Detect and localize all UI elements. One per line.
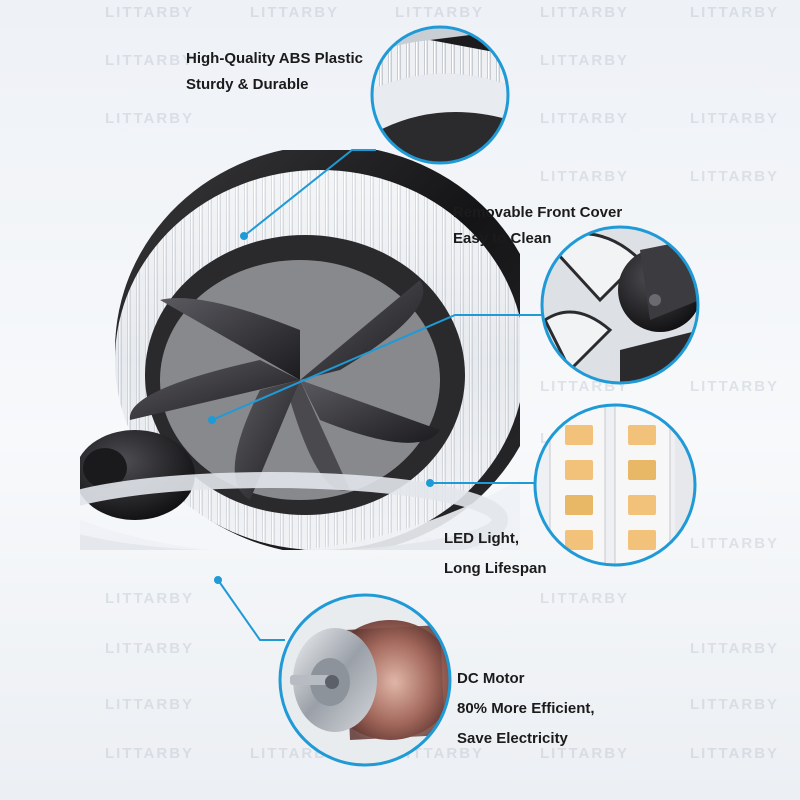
callout-front-cover: Removable Front Cover Easy to Clean xyxy=(453,200,622,252)
callout-line: High-Quality ABS Plastic xyxy=(186,50,363,67)
watermark-text: LITTARBY xyxy=(105,4,195,21)
callout-line: Easy to Clean xyxy=(453,230,552,247)
watermark-text: LITTARBY xyxy=(690,378,780,395)
callout-line: Save Electricity xyxy=(457,730,568,747)
callout-line: Sturdy & Durable xyxy=(186,76,309,93)
watermark-text: LITTARBY xyxy=(250,4,340,21)
abs-plastic-ring-detail-icon xyxy=(370,25,510,165)
watermark-text: LITTARBY xyxy=(540,52,630,69)
watermark-text: LITTARBY xyxy=(105,640,195,657)
watermark-text: LITTARBY xyxy=(105,590,195,607)
fan-blades xyxy=(129,280,440,500)
watermark-text: LITTARBY xyxy=(690,110,780,127)
callout-line: DC Motor xyxy=(457,670,525,687)
watermark-text: LITTARBY xyxy=(105,696,195,713)
watermark-text: LITTARBY xyxy=(690,696,780,713)
callout-dc-motor: DC Motor 80% More Efficient, Save Electr… xyxy=(457,664,595,754)
connector-line xyxy=(211,314,545,421)
callout-abs-plastic: High-Quality ABS Plastic Sturdy & Durabl… xyxy=(186,46,363,98)
callout-connectors xyxy=(208,149,545,641)
ceiling-fan-light xyxy=(80,150,520,550)
watermark-text: LITTARBY xyxy=(690,640,780,657)
connector-dot xyxy=(426,479,434,487)
watermark-text: LITTARBY xyxy=(395,4,485,21)
watermark-text: LITTARBY xyxy=(540,4,630,21)
watermark-text: LITTARBY xyxy=(690,4,780,21)
watermark-text: LITTARBY xyxy=(690,745,780,762)
callout-line: Removable Front Cover xyxy=(453,204,623,221)
watermark-text: LITTARBY xyxy=(690,535,780,552)
callout-led-light: LED Light, Long Lifespan xyxy=(444,524,547,584)
watermark-text: LITTARBY xyxy=(540,590,630,607)
watermark-text: LITTARBY xyxy=(105,52,195,69)
callout-line: Long Lifespan xyxy=(444,560,547,577)
callout-line: LED Light, xyxy=(444,530,519,547)
dc-motor-detail-icon xyxy=(278,593,452,767)
connector-dot xyxy=(208,416,216,424)
watermark-text: LITTARBY xyxy=(105,745,195,762)
watermark-text: LITTARBY xyxy=(540,168,630,185)
watermark-text: LITTARBY xyxy=(105,110,195,127)
connector-line xyxy=(243,149,376,237)
connector-dot xyxy=(240,232,248,240)
callout-line: 80% More Efficient, xyxy=(457,700,595,717)
watermark-text: LITTARBY xyxy=(540,110,630,127)
connector-line xyxy=(217,579,285,641)
connector-dot xyxy=(214,576,222,584)
led-strip-detail-icon xyxy=(533,403,697,567)
watermark-text: LITTARBY xyxy=(690,168,780,185)
watermark-text: LITTARBY xyxy=(540,745,630,762)
